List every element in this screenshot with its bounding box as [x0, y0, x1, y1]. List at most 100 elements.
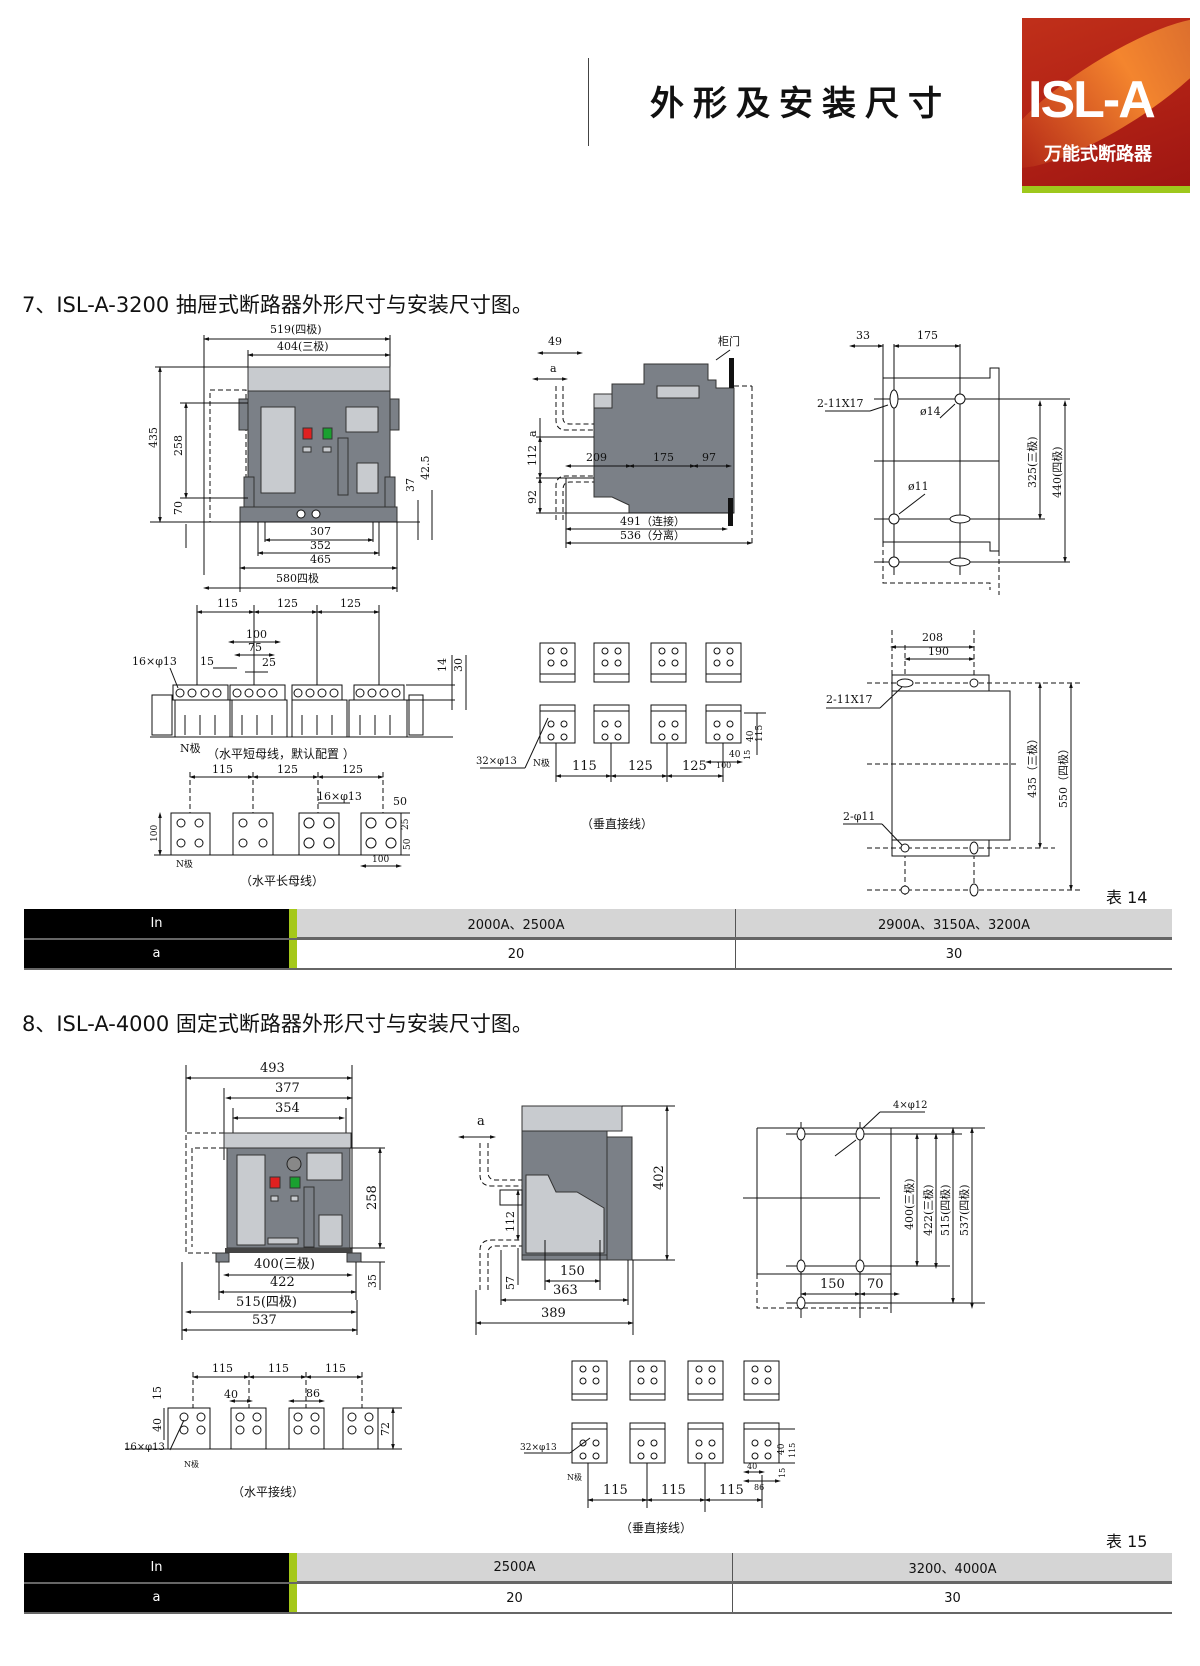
s8-front-view: 493 377 354 258 35 400(三极) 422 515(四极) 5…: [181, 1061, 385, 1340]
section-8-heading: 8、ISL-A-4000 固定式断路器外形尺寸与安装尺寸图。: [22, 1012, 533, 1036]
drawing-stroke: [176, 838, 186, 848]
dim-label: 493: [260, 1061, 285, 1076]
dim-label: 190: [928, 645, 949, 658]
s7-busbar-horizontal-long: 115 125 125 16×φ13 50 25 50 100 100 N极 （…: [150, 763, 413, 888]
logo-brand: ISL-A: [1028, 71, 1156, 129]
dim-label: 258: [365, 1185, 380, 1210]
drawing-stroke: [252, 1412, 262, 1422]
dim-label: 491（连接）: [620, 515, 685, 528]
drawing-stroke: [346, 1252, 362, 1263]
drawing-stroke: [385, 837, 397, 849]
s7-front-view: 519(四极) 404(三极) 435 258 70 37 42.5 307 3…: [147, 322, 433, 592]
drawing-stroke: [637, 1452, 645, 1460]
drawing-stroke: [269, 1176, 281, 1189]
drawing-stroke: [726, 720, 734, 728]
drawing-stroke: [236, 1154, 266, 1246]
drawing-stroke: [179, 1425, 189, 1435]
drawing-stroke: [650, 1377, 658, 1385]
drawing-stroke: [196, 1425, 206, 1435]
drawing-stroke: [303, 1186, 315, 1248]
drawing-stroke: [232, 688, 242, 698]
drawing-stroke: [268, 688, 278, 698]
drawing-stroke: [593, 393, 613, 409]
drawing-stroke: [637, 1377, 645, 1385]
drawing-stroke: [555, 386, 594, 431]
dim-label: 389: [541, 1306, 566, 1321]
dim-label: 402: [652, 1165, 667, 1190]
row-header-in: In: [24, 909, 289, 940]
drawing-stroke: [547, 720, 555, 728]
dim-label: 115: [603, 1483, 628, 1498]
drawing-stroke: [708, 1452, 716, 1460]
drawing-stroke: [348, 699, 408, 738]
caption: （水平短母线，默认配置 ）: [207, 746, 355, 761]
drawing-stroke: [708, 1377, 716, 1385]
drawing-stroke: [384, 476, 396, 508]
drawing-stroke: [796, 1127, 806, 1141]
drawing-stroke: [311, 509, 321, 519]
dim-label: 536（分离）: [620, 528, 685, 542]
drawing-stroke: [260, 406, 296, 494]
drawing-stroke: [726, 659, 734, 667]
drawing-stroke: [258, 818, 268, 828]
s8-horizontal-wiring: 115 115 115 72 15 40 40 86 16×φ13 N极 （水平…: [124, 1362, 402, 1499]
table-15-label: 表 15: [1106, 1532, 1148, 1551]
drawing-stroke: [695, 1452, 703, 1460]
drawing-stroke: [179, 1412, 189, 1422]
drawing-stroke: [726, 647, 734, 655]
dim-label: 112: [504, 1211, 517, 1232]
dim-label: 50: [393, 795, 407, 808]
drawing-stroke: [200, 688, 210, 698]
dim-label: 70: [172, 501, 185, 515]
drawing-stroke: [223, 1132, 352, 1149]
drawing-stroke: [592, 1452, 600, 1460]
s7-side-view: 柜门 49 a a 112 92 209 175 97 491（连接） 536（…: [526, 334, 753, 548]
drawing-stroke: [900, 885, 910, 895]
drawing-stroke: [658, 733, 666, 741]
drawing-stroke: [756, 1274, 891, 1309]
table-14: In 2000A、2500A 2900A、3150A、3200A a 20 30: [24, 909, 1172, 970]
drawing-stroke: [231, 699, 288, 738]
drawing-stroke: [479, 1143, 522, 1187]
drawing-stroke: [881, 823, 903, 846]
drawing-stroke: [235, 1425, 245, 1435]
drawing-stroke: [235, 1412, 245, 1422]
logo-subtitle: 万能式断路器: [1044, 144, 1152, 165]
drawing-stroke: [579, 1377, 587, 1385]
dim-label: 57: [504, 1276, 517, 1290]
drawing-stroke: [196, 1412, 206, 1422]
drawing-stroke: [650, 1452, 658, 1460]
drawing-stroke: [713, 733, 721, 741]
drawing-stroke: [796, 1259, 806, 1273]
drawing-stroke: [337, 437, 349, 496]
drawing-stroke: [267, 1237, 299, 1245]
dim-label: 100: [716, 761, 731, 770]
drawing-stroke: [949, 557, 971, 567]
drawing-stroke: [194, 838, 204, 848]
dim-label: 307: [310, 525, 331, 538]
drawing-stroke: [303, 837, 315, 849]
drawing-stroke: [408, 694, 424, 736]
dim-label: 400(三极): [254, 1257, 315, 1272]
table-row-a: a 20 30: [24, 1582, 1172, 1614]
dim-label: 435: [147, 427, 160, 448]
drawing-stroke: [969, 841, 979, 855]
drawing-stroke: [601, 647, 609, 655]
dim-label: 400(三极): [902, 1178, 916, 1230]
table-row-in: In 2000A、2500A 2900A、3150A、3200A: [24, 909, 1172, 940]
drawing-stroke: [862, 1111, 881, 1129]
drawing-stroke: [194, 818, 204, 828]
dim-label: 125: [277, 597, 298, 610]
n-pole-label: N极: [533, 757, 550, 769]
dim-label: 75: [248, 641, 262, 654]
drawing-stroke: [303, 817, 315, 829]
drawing-stroke: [751, 1365, 759, 1373]
dim-label: a: [477, 1114, 485, 1129]
dim-label: 115: [755, 725, 765, 742]
caption: （水平长母线）: [240, 874, 324, 888]
n-pole-label: N极: [180, 741, 201, 755]
drawing-stroke: [969, 883, 979, 897]
drawing-stroke: [318, 1214, 343, 1247]
